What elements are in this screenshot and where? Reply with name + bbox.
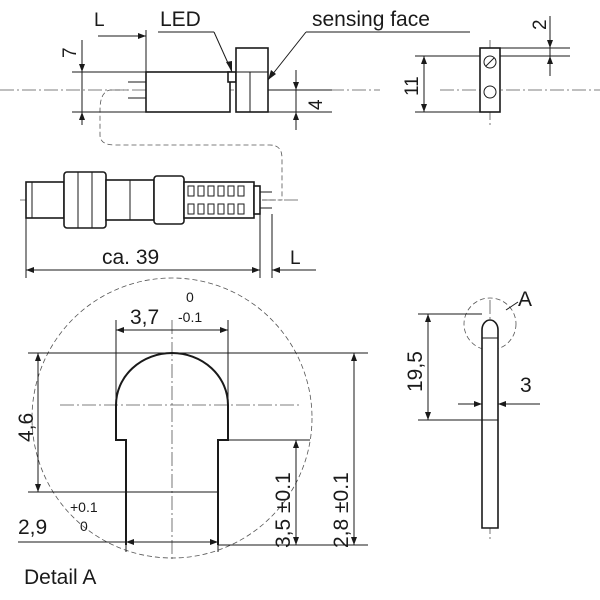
detail-a-ref-label: A [518,288,532,311]
dim-3: 3 [458,374,540,407]
dim-4-label: 4 [306,99,327,110]
pin-side-view [463,297,517,540]
dim-l-bottom: L [271,214,316,278]
dim-11: 11 [402,55,480,113]
tol-2-9-lower: 0 [80,518,88,534]
dim-11-label: 11 [402,76,423,96]
dim-2: 2 [500,16,570,76]
dim-7: 7 [60,40,146,125]
dim-4-6-label: 4,6 [15,413,38,442]
sensing-face-callout: sensing face [267,8,470,81]
tol-2-9-upper: +0.1 [70,499,98,515]
sensor-side-view [0,47,380,201]
dim-3-label: 3 [520,374,532,397]
dim-l-top: L [94,10,147,72]
sensor-front-view [440,40,600,125]
sleeve-ribs [187,185,245,215]
dim-ca-39: ca. 39 [25,214,261,278]
dim-3-5-label: 3,5 ±0.1 [272,472,295,548]
led-callout: LED [158,8,233,73]
dim-2-8: 2,8 ±0.1 [172,352,368,548]
dim-ca-39-label: ca. 39 [102,246,159,269]
tol-3-7-upper: 0 [186,289,194,305]
dim-3-5: 3,5 ±0.1 [218,439,310,548]
sensing-face-label: sensing face [312,8,430,31]
tol-3-7-lower: -0.1 [178,309,202,325]
detail-a-reference: A [505,288,532,311]
dim-l-bottom-label: L [290,248,301,269]
dim-19-5-label: 19,5 [404,351,427,392]
dim-3-7-label: 3,7 [130,306,159,329]
dim-3-7: 3,7 0 -0.1 [115,289,229,405]
dim-2-9: 2,9 +0.1 0 [18,499,219,552]
detail-a-caption: Detail A [24,566,96,589]
detail-a-view [31,277,313,560]
dim-19-5: 19,5 [404,313,482,421]
dim-7-label: 7 [60,47,81,58]
dim-2-9-label: 2,9 [18,516,47,539]
dim-4: 4 [268,70,332,130]
dim-2-label: 2 [530,19,551,30]
dim-l-top-label: L [94,10,105,31]
connector-plug [20,171,300,229]
dim-4-6: 4,6 [15,352,172,493]
dim-2-8-label: 2,8 ±0.1 [330,472,353,548]
led-label: LED [160,8,201,31]
